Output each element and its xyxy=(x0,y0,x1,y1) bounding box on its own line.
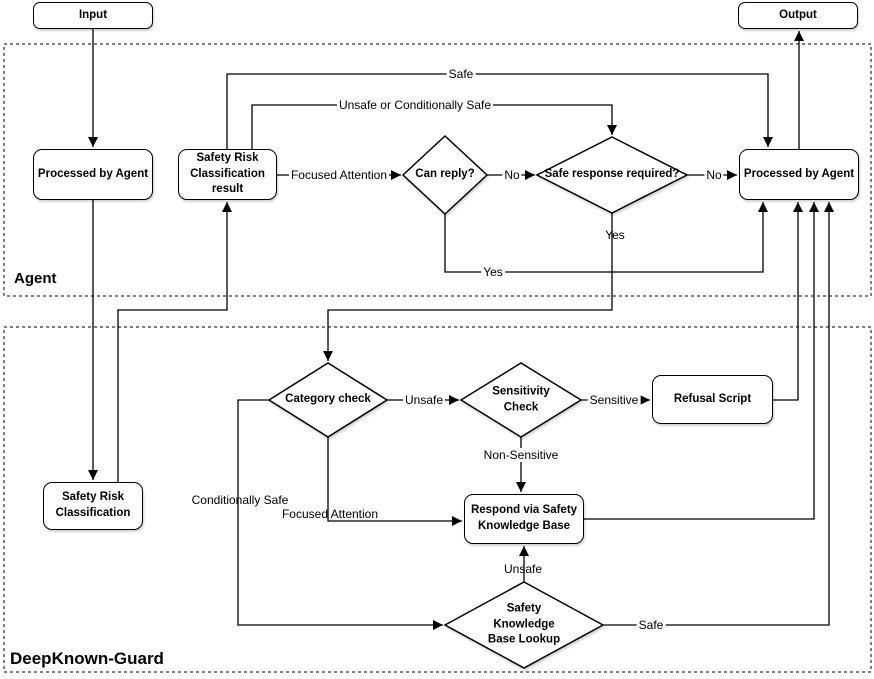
agent-container-border xyxy=(3,43,872,297)
agent-container-label: Agent xyxy=(14,270,57,287)
node-refusal-script: Refusal Script xyxy=(652,375,773,424)
edge-refusal-to-processed-right xyxy=(773,202,803,401)
safety-kb-lookup-diamond xyxy=(443,581,605,669)
edge-label-focused-attention-bottom: Focused Attention xyxy=(281,507,379,521)
deepknown-guard-container-label: DeepKnown-Guard xyxy=(10,649,164,668)
node-output: Output xyxy=(738,2,858,29)
label-safe-response-required: Safe response required? xyxy=(544,168,680,181)
edge-label-focused-attention-top: Focused Attention xyxy=(288,168,390,182)
edge-label-no-can-reply: No xyxy=(502,168,522,182)
edge-label-yes-safe-response: Yes xyxy=(605,228,625,242)
edge-safe-response-yes-to-category-check xyxy=(323,213,613,361)
edge-label-sensitive: Sensitive xyxy=(587,393,641,407)
edge-result-safe-to-processed-right xyxy=(226,73,773,149)
edge-respond-to-processed-right xyxy=(584,202,819,520)
label-sensitivity-check: Sensitivity Check xyxy=(492,385,550,413)
label-safety-kb-lookup: Safety Knowledge Base Lookup xyxy=(487,602,561,646)
node-respond-via-safety-knowledge-base: Respond via Safety Knowledge Base xyxy=(464,494,584,544)
edge-label-unsafe-or-conditionally-safe: Unsafe or Conditionally Safe xyxy=(336,98,494,112)
edge-safety-risk-classification-to-result xyxy=(117,202,232,482)
edge-label-unsafe-category: Unsafe xyxy=(402,393,446,407)
node-processed-by-agent-left: Processed by Agent xyxy=(33,149,153,200)
edge-label-no-safe-response: No xyxy=(704,168,724,182)
label-category-check: Category check xyxy=(285,393,371,406)
node-input: Input xyxy=(33,2,153,29)
edge-can-reply-yes-to-processed-right xyxy=(444,202,768,273)
edge-label-unsafe-lookup: Unsafe xyxy=(503,562,543,576)
edge-kb-lookup-safe-to-processed-right xyxy=(603,202,834,626)
edge-label-non-sensitive: Non-Sensitive xyxy=(481,448,561,462)
edge-category-focused-attention-to-respond xyxy=(327,437,462,526)
node-safety-risk-classification-result: Safety Risk Classification result xyxy=(178,149,277,200)
edge-category-conditionally-safe-to-kb-lookup xyxy=(237,399,443,630)
label-can-reply: Can reply? xyxy=(415,168,475,181)
edge-label-safe-lookup: Safe xyxy=(636,618,666,632)
edge-label-conditionally-safe: Conditionally Safe xyxy=(191,493,289,507)
edge-label-yes-can-reply: Yes xyxy=(481,265,505,279)
node-safety-risk-classification: Safety Risk Classification xyxy=(43,482,143,530)
node-processed-by-agent-right: Processed by Agent xyxy=(739,149,859,200)
deepknown-guard-container-border xyxy=(3,326,872,673)
edge-label-safe-top: Safe xyxy=(446,67,476,81)
